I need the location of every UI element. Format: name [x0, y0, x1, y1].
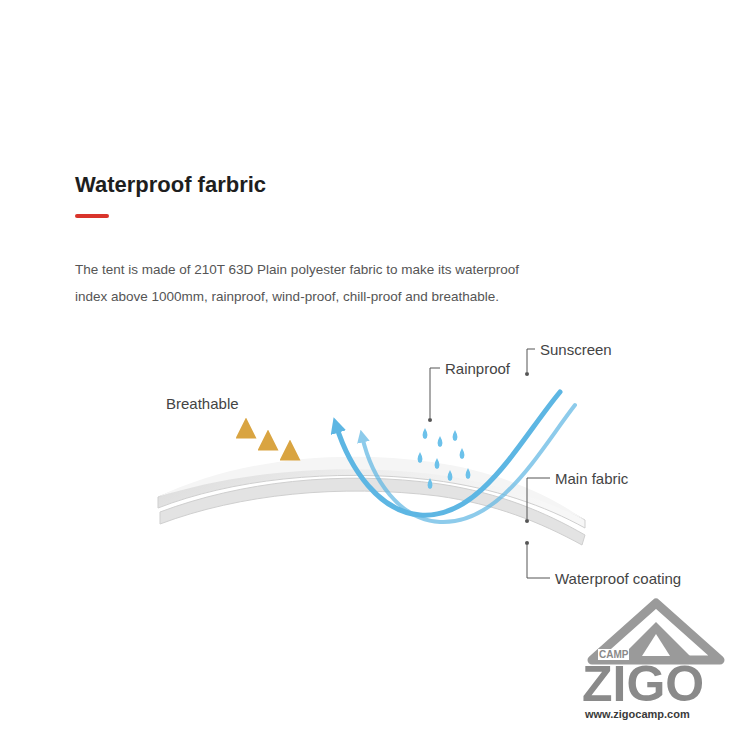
layer-label: Waterproof coating: [555, 570, 681, 587]
main-fabric-layer: [158, 463, 585, 528]
watermark-url: www.zigocamp.com: [585, 708, 690, 720]
feature-label: Sunscreen: [540, 341, 612, 358]
leader-lines: [430, 349, 550, 578]
breathable-arrows: [246, 428, 290, 512]
layer-label: Main fabric: [555, 470, 628, 487]
description-text: The tent is made of 210T 63D Plain polye…: [75, 256, 525, 310]
leader-dots: [428, 372, 529, 545]
deflect-arrows: [336, 392, 575, 522]
feature-label: Rainproof: [445, 360, 510, 377]
feature-label: Breathable: [166, 395, 239, 412]
heading: Waterproof farbric: [75, 172, 266, 198]
logo-wordmark: ZIGO: [582, 659, 704, 709]
rain-drops: [418, 428, 471, 489]
accent-bar: [75, 214, 109, 218]
logo-mark: [592, 603, 720, 660]
